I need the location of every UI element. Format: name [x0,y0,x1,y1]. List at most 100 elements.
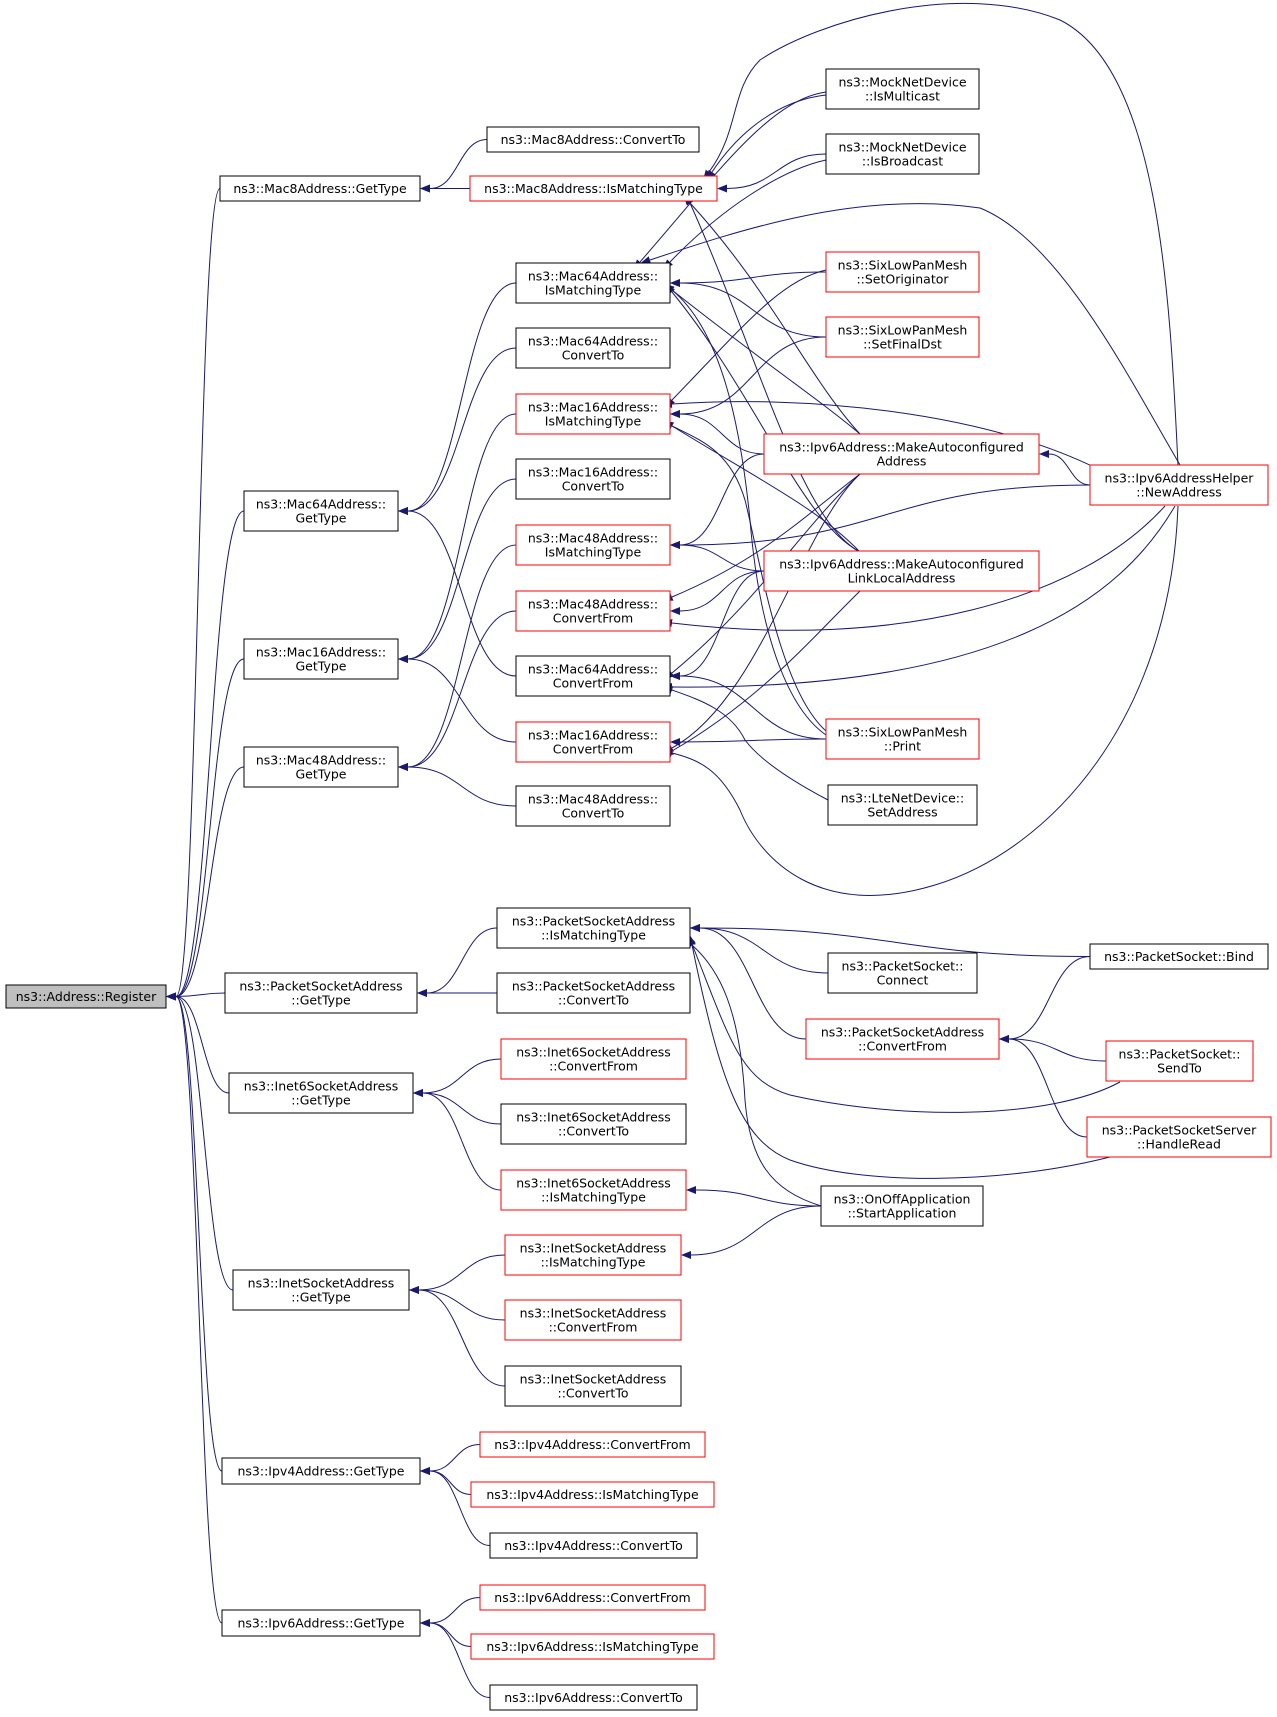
node-label: ::ConvertFrom [549,1059,638,1074]
node-label: ::ConvertFrom [858,1039,947,1054]
node-box [825,133,980,175]
node-mac48_convertto[interactable]: ns3::Mac48Address::ConvertTo [515,785,671,827]
node-inet_convertfrom[interactable]: ns3::InetSocketAddress::ConvertFrom [504,1299,682,1341]
node-inet_gettype[interactable]: ns3::InetSocketAddress::GetType [232,1269,410,1311]
node-sixlow_print[interactable]: ns3::SixLowPanMesh::Print [825,718,980,760]
node-label: ::ConvertTo [557,1386,628,1401]
edge-psa_convertfrom-ps_sendto [999,1035,1107,1062]
edge-mac64_convertfrom-ipv6_makeautoll [670,570,765,680]
node-mac48_ismatching[interactable]: ns3::Mac48Address::IsMatchingType [515,524,671,566]
node-ipv6helper_newaddr[interactable]: ns3::Ipv6AddressHelper::NewAddress [1089,464,1269,506]
edge-mac8_ismatching-mock_ismulticast [706,94,827,181]
node-label: ns3::Ipv4Address::ConvertFrom [494,1437,690,1452]
node-label: ns3::Ipv6Address::ConvertTo [504,1690,683,1705]
node-label: ns3::Mac64Address:: [528,334,658,349]
edge-psa_ismatching-onoff_start [684,938,822,1207]
node-mac16_convertto[interactable]: ns3::Mac16Address::ConvertTo [515,458,671,500]
node-box [496,972,691,1014]
node-psa_ismatching[interactable]: ns3::PacketSocketAddress::IsMatchingType [496,907,691,949]
node-label: ns3::Mac64Address:: [528,662,658,677]
node-label: ns3::Address::Register [16,989,157,1004]
node-mac16_ismatching[interactable]: ns3::Mac16Address::IsMatchingType [515,393,671,435]
node-inet6_gettype[interactable]: ns3::Inet6SocketAddress::GetType [228,1072,414,1114]
node-mac64_gettype[interactable]: ns3::Mac64Address::GetType [243,490,399,532]
node-onoff_start[interactable]: ns3::OnOffApplication::StartApplication [820,1185,984,1227]
node-pss_handleread[interactable]: ns3::PacketSocketServer::HandleRead [1086,1116,1272,1158]
node-box [221,1457,421,1485]
edge-mac16_convertfrom-sixlow_print [670,738,827,746]
node-ipv6_makeauto[interactable]: ns3::Ipv6Address::MakeAutoconfiguredAddr… [763,433,1040,475]
edge-mac16_ismatching-ipv6_makeauto [670,410,765,455]
node-box [825,251,980,293]
edge-inet6_gettype-inet6_ismatching [413,1089,502,1191]
node-ps_sendto[interactable]: ns3::PacketSocket::SendTo [1105,1040,1254,1082]
node-label: ns3::Inet6SocketAddress [244,1079,399,1094]
node-mac64_convertto[interactable]: ns3::Mac64Address::ConvertTo [515,327,671,369]
node-mac64_ismatching[interactable]: ns3::Mac64Address::IsMatchingType [515,262,671,304]
node-ipv6_convertto[interactable]: ns3::Ipv6Address::ConvertTo [489,1684,698,1711]
node-inet_ismatching[interactable]: ns3::InetSocketAddress::IsMatchingType [504,1234,682,1276]
node-mac48_gettype[interactable]: ns3::Mac48Address::GetType [243,746,399,788]
node-label: ConvertTo [562,806,625,821]
node-inet_convertto[interactable]: ns3::InetSocketAddress::ConvertTo [504,1365,682,1407]
node-mac8_gettype[interactable]: ns3::Mac8Address::GetType [219,175,421,202]
node-mac16_convertfrom[interactable]: ns3::Mac16Address::ConvertFrom [515,721,671,763]
edge-mac64_ismatching-sixlow_setfinal [670,279,827,338]
node-ps_bind[interactable]: ns3::PacketSocket::Bind [1089,943,1269,970]
edge-mac8_ismatching-ipv6_makeauto [683,195,861,435]
node-inet6_ismatching[interactable]: ns3::Inet6SocketAddress::IsMatchingType [500,1169,687,1211]
node-psa_gettype[interactable]: ns3::PacketSocketAddress::GetType [224,972,418,1014]
edge-ipv6_gettype-ipv6_ismatching [420,1619,472,1647]
node-mac8_ismatching[interactable]: ns3::Mac8Address::IsMatchingType [469,175,718,202]
node-label: ::ConvertFrom [549,1320,638,1335]
node-psa_convertfrom[interactable]: ns3::PacketSocketAddress::ConvertFrom [805,1018,1000,1060]
node-ipv6_gettype[interactable]: ns3::Ipv6Address::GetType [221,1609,421,1637]
node-ipv4_ismatching[interactable]: ns3::Ipv4Address::IsMatchingType [470,1481,715,1508]
node-mac16_gettype[interactable]: ns3::Mac16Address::GetType [243,638,399,680]
edge-mac64_gettype-mac64_convertto [398,347,517,515]
node-ipv4_convertto[interactable]: ns3::Ipv4Address::ConvertTo [489,1532,698,1559]
edge-mac48_gettype-mac48_ismatching [398,544,517,771]
node-register[interactable]: ns3::Address::Register [5,984,167,1009]
node-mock_isbroadcast[interactable]: ns3::MockNetDevice::IsBroadcast [825,133,980,175]
edge-inet6_gettype-inet6_convertto [413,1089,502,1125]
node-ipv6_convertfrom[interactable]: ns3::Ipv6Address::ConvertFrom [479,1584,706,1611]
node-label: ns3::InetSocketAddress [248,1276,395,1291]
node-mac8_convertto[interactable]: ns3::Mac8Address::ConvertTo [486,126,700,153]
node-label: ns3::MockNetDevice [838,75,966,90]
node-label: ns3::PacketSocketServer [1102,1123,1257,1138]
edge-mac64_gettype-mac64_convertfrom [398,507,517,677]
node-mac64_convertfrom[interactable]: ns3::Mac64Address::ConvertFrom [515,655,671,697]
node-label: ns3::InetSocketAddress [520,1241,667,1256]
node-mock_ismulticast[interactable]: ns3::MockNetDevice::IsMulticast [825,68,980,110]
edge-register-ipv6_gettype [166,992,223,1624]
edge-register-ipv4_gettype [166,992,223,1472]
node-label: ns3::Mac48Address:: [256,753,386,768]
node-ps_connect[interactable]: ns3::PacketSocket::Connect [827,952,978,994]
node-box [486,126,700,153]
node-mac48_convertfrom[interactable]: ns3::Mac48Address::ConvertFrom [515,590,671,632]
node-inet6_convertfrom[interactable]: ns3::Inet6SocketAddress::ConvertFrom [500,1038,687,1080]
edge-inet_gettype-inet_ismatching [409,1254,506,1294]
node-psa_convertto[interactable]: ns3::PacketSocketAddress::ConvertTo [496,972,691,1014]
node-ipv6_makeautoll[interactable]: ns3::Ipv6Address::MakeAutoconfiguredLink… [763,550,1040,592]
edge-mac64_ismatching-mock_isbroadcast [663,159,827,270]
node-label: ns3::Ipv6Address::MakeAutoconfigured [779,557,1024,572]
edge-mac16_convertfrom-ipv6helper_newaddr [662,505,1179,896]
node-ipv6_ismatching[interactable]: ns3::Ipv6Address::IsMatchingType [470,1633,715,1660]
node-ipv4_convertfrom[interactable]: ns3::Ipv4Address::ConvertFrom [479,1431,706,1458]
node-label: ns3::Mac16Address:: [256,645,386,660]
node-lte_setaddr[interactable]: ns3::LteNetDevice::SetAddress [827,784,978,826]
node-label: ns3::Ipv6AddressHelper [1105,471,1255,486]
node-sixlow_setfinal[interactable]: ns3::SixLowPanMesh::SetFinalDst [825,316,980,358]
node-sixlow_setorig[interactable]: ns3::SixLowPanMesh::SetOriginator [825,251,980,293]
node-label: ns3::Mac16Address:: [528,465,658,480]
node-inet6_convertto[interactable]: ns3::Inet6SocketAddress::ConvertTo [500,1103,687,1145]
node-box [515,458,671,500]
node-box [1086,1116,1272,1158]
edge-psa_ismatching-psa_convertfrom [690,924,807,1040]
node-label: ns3::Ipv6Address::ConvertFrom [494,1590,690,1605]
node-ipv4_gettype[interactable]: ns3::Ipv4Address::GetType [221,1457,421,1485]
node-label: ns3::Ipv6Address::MakeAutoconfigured [779,440,1024,455]
